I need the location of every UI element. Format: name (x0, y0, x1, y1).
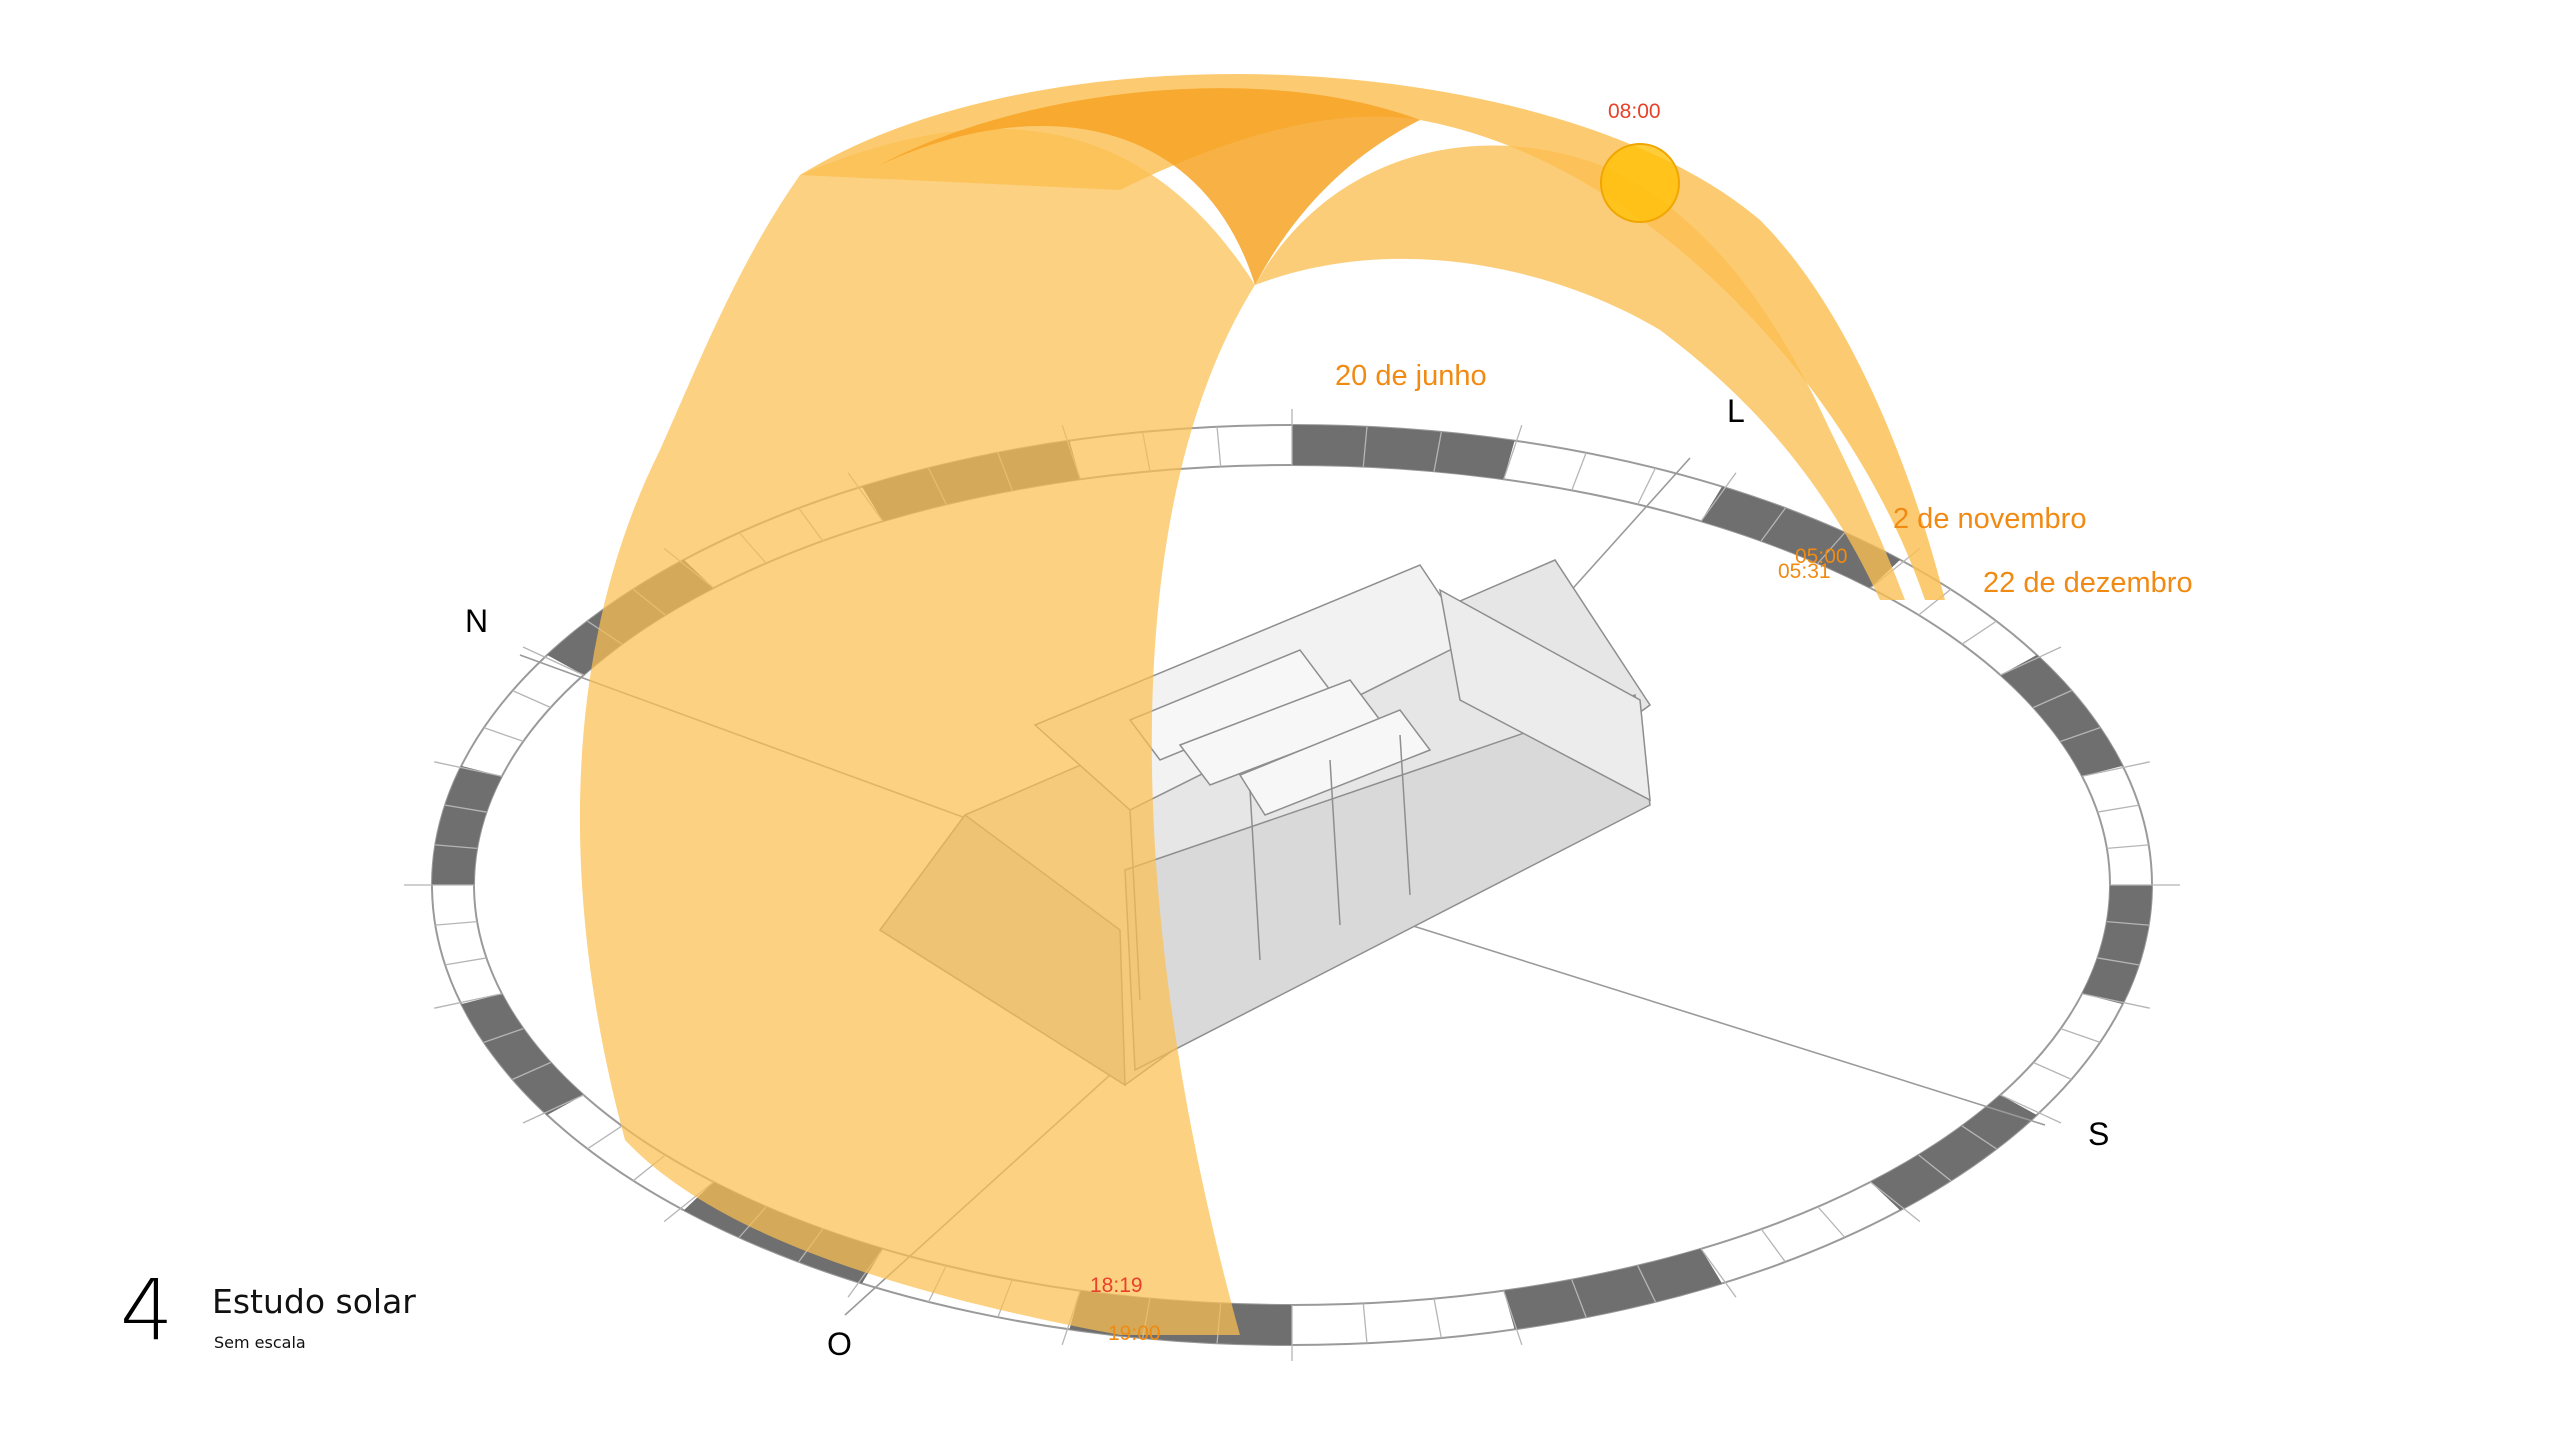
ring-tick (434, 993, 503, 1009)
ring-tick (2060, 727, 2101, 742)
ring-ticks (404, 409, 2180, 1361)
ring-tick (1817, 1206, 1846, 1238)
ring-segment (1701, 486, 1901, 588)
ring-tick (1637, 467, 1657, 505)
ring-tick (435, 844, 478, 850)
drawing-scale-note: Sem escala (214, 1333, 306, 1352)
ring-segment (1292, 425, 1515, 480)
ring-tick (1760, 507, 1786, 542)
ring-tick (1961, 1125, 1997, 1150)
compass-west: O (827, 1326, 852, 1362)
ring-tick (2097, 957, 2140, 966)
ring-tick (587, 1125, 623, 1150)
ring-tick (512, 1061, 551, 1080)
ring-segment (432, 765, 502, 885)
ring-tick (522, 1094, 584, 1124)
ring-tick (1961, 620, 1997, 645)
ring-segment (1870, 1095, 2037, 1211)
ring-tick (483, 1028, 524, 1043)
ring-segment (461, 993, 584, 1115)
ring-segment (1503, 1248, 1722, 1330)
sun-path-overlap (880, 88, 1420, 286)
ring-tick (1503, 1290, 1523, 1345)
compass-north: N (465, 603, 488, 639)
ring-tick (1433, 431, 1442, 472)
ring-tick (1700, 1248, 1737, 1298)
time-sunrise-b: 05:31 (1778, 560, 1831, 583)
label-december: 22 de dezembro (1983, 567, 2193, 599)
ring-tick (2081, 761, 2150, 777)
ring-tick (2000, 1094, 2062, 1124)
ring-tick (2033, 1061, 2072, 1080)
ring-tick (1216, 426, 1222, 467)
ring-tick (2081, 993, 2150, 1009)
ring-segment (2082, 885, 2152, 1005)
drawing-title: Estudo solar (212, 1282, 416, 1321)
ring-tick (1362, 1303, 1368, 1344)
ring-tick (522, 646, 584, 676)
compass-south: S (2088, 1116, 2109, 1152)
ring-tick (444, 804, 487, 813)
ring-tick (1637, 1265, 1657, 1303)
ring-tick (1571, 1279, 1587, 1318)
ring-tick (444, 957, 487, 966)
compass-east: L (1727, 393, 1745, 429)
ring-tick (1760, 1228, 1786, 1263)
ring-tick (1503, 425, 1523, 480)
label-june: 20 de junho (1335, 360, 1487, 392)
ring-tick (483, 727, 524, 742)
sun-icon (1600, 143, 1680, 223)
time-sunrise-a: 05:00 (1795, 545, 1848, 568)
ring-tick (512, 690, 551, 709)
time-sun: 08:00 (1608, 100, 1661, 123)
sun-path-november (1255, 145, 1905, 600)
ring-tick (1870, 1181, 1921, 1223)
time-sunset-a: 18:19 (1090, 1274, 1143, 1297)
ring-tick (2000, 646, 2062, 676)
drawing-number: 4 (120, 1261, 174, 1359)
ring-tick (1918, 1154, 1952, 1182)
ring-tick (1433, 1298, 1442, 1339)
label-november: 2 de novembro (1893, 503, 2086, 535)
time-sunset-b: 19:00 (1108, 1322, 1161, 1345)
ring-segment (2000, 655, 2123, 777)
sun-path-june (579, 128, 1255, 1335)
ring-tick (434, 761, 503, 777)
ring-tick (1571, 452, 1587, 491)
ring-tick (1700, 472, 1737, 522)
ring-tick (2097, 804, 2140, 813)
ring-tick (1817, 532, 1846, 564)
ring-tick (1918, 588, 1952, 616)
ring-tick (2060, 1028, 2101, 1043)
ring-tick (1362, 426, 1368, 467)
ring-tick (2033, 690, 2072, 709)
ring-tick (435, 920, 478, 926)
ring-tick (2106, 920, 2149, 926)
ring-tick (2106, 844, 2149, 850)
